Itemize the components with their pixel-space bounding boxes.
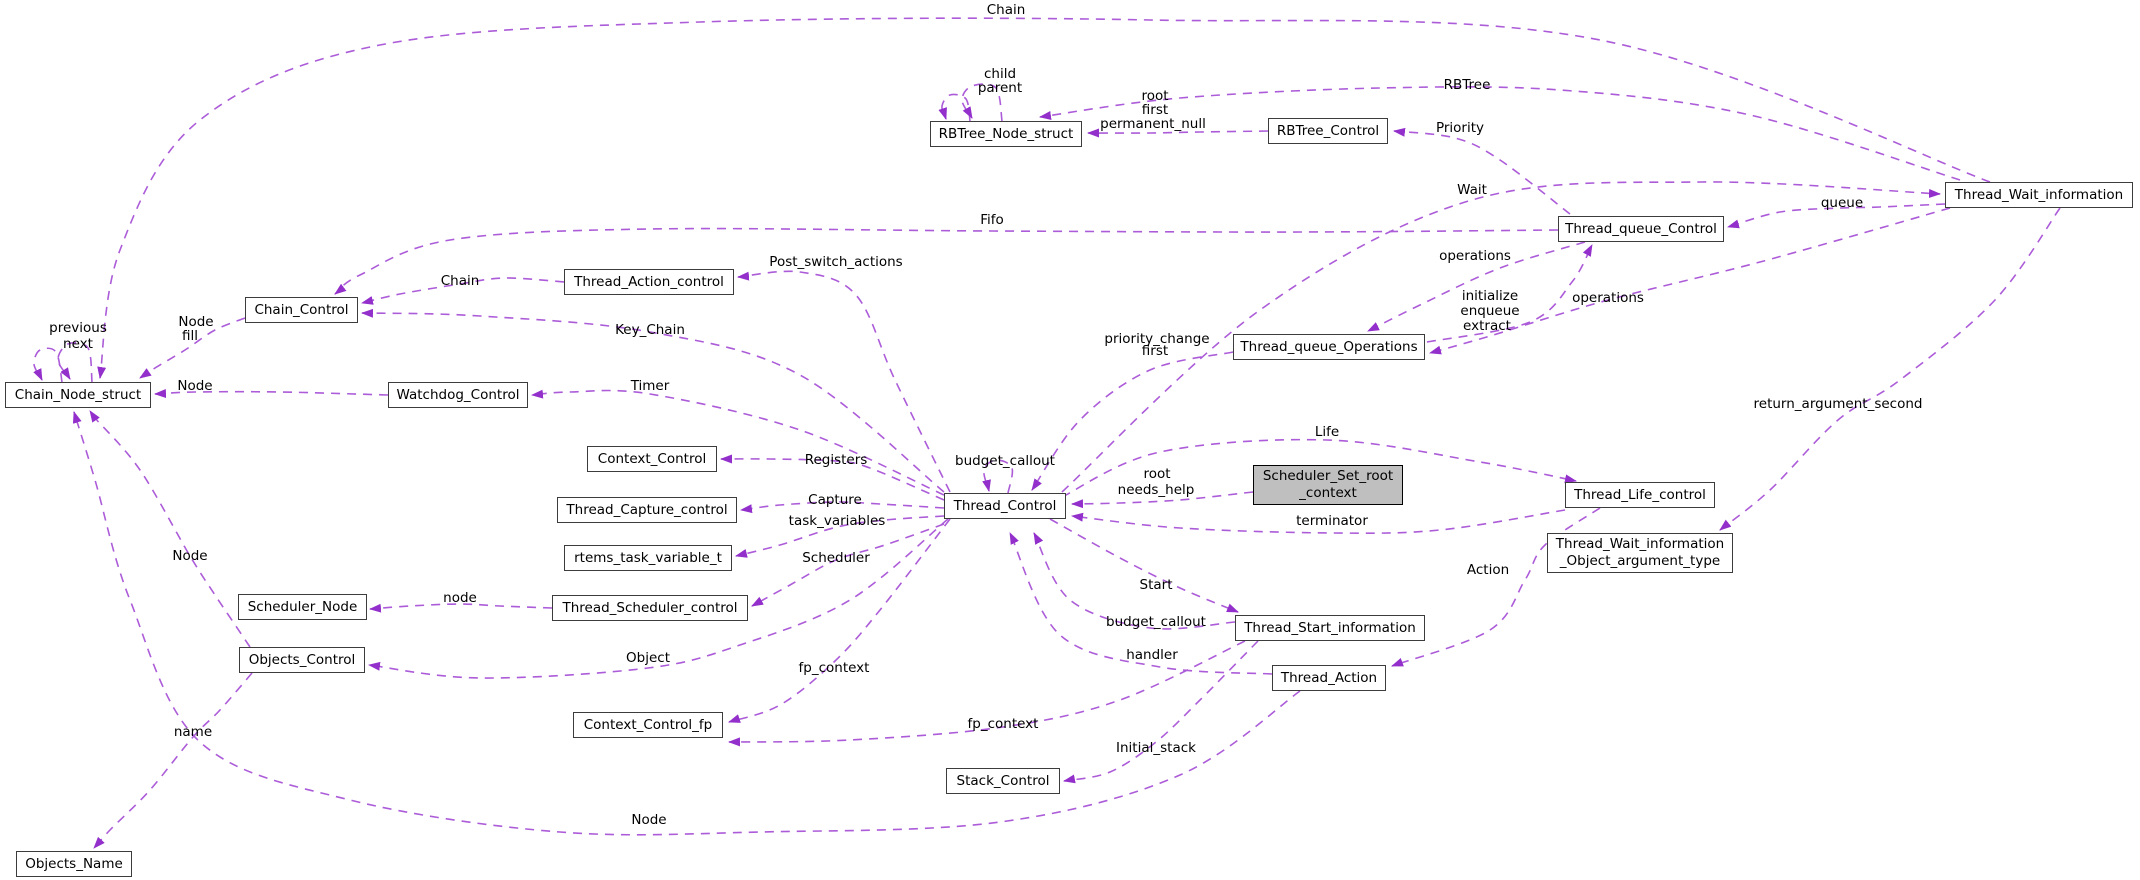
node-context-control-fp[interactable]: Context_Control_fp — [573, 712, 723, 738]
node-label: Thread_Action — [1280, 669, 1378, 686]
node-label: rtems_task_variable_t — [574, 549, 722, 566]
node-label: Thread_Control — [953, 497, 1057, 514]
edge-chain-node-struct-to-chain-node-struct — [57, 341, 93, 383]
edge-thread-queue-control-to-thread-queue-operations — [1367, 241, 1586, 332]
node-thread-queue-control[interactable]: Thread_queue_Control — [1558, 216, 1724, 242]
edge-thread-control-to-thread-start-information — [1049, 518, 1239, 613]
edge-thread-start-information-to-thread-control — [1033, 532, 1236, 630]
node-objects-name[interactable]: Objects_Name — [16, 851, 132, 877]
edge-thread-action-to-chain-node-struct — [72, 411, 1301, 836]
node-label: Chain_Node_struct — [14, 386, 142, 403]
edge-thread-wait-information-to-thread-queue-operations — [1429, 207, 1951, 355]
node-thread-action-control[interactable]: Thread_Action_control — [564, 269, 734, 295]
edge-thread-wait-information-to-thread-queue-control — [1727, 203, 1946, 229]
edge-thread-start-information-to-context-control-fp — [728, 640, 1246, 747]
edge-thread-control-to-context-control — [720, 454, 945, 501]
node-chain-node-struct[interactable]: Chain_Node_struct — [5, 382, 151, 408]
node-label: RBTree_Control — [1276, 122, 1380, 139]
node-thread-control[interactable]: Thread_Control — [944, 493, 1066, 519]
edge-thread-wait-information-to-rbtree-node-struct — [1039, 86, 1961, 181]
node-label: Thread_Life_control — [1574, 486, 1706, 503]
edge-thread-control-to-context-control-fp — [728, 518, 951, 723]
edge-thread-control-to-thread-wait-information — [1061, 181, 1941, 493]
node-label: Thread_Capture_control — [566, 501, 728, 518]
node-label: Thread_Action_control — [574, 273, 724, 290]
edge-rbtree-node-struct-to-rbtree-node-struct — [961, 83, 1003, 122]
node-label: Thread_Wait_information — [1954, 186, 2124, 203]
node-label-line: _context — [1299, 485, 1357, 501]
node-rbtree-node-struct[interactable]: RBTree_Node_struct — [930, 121, 1082, 147]
node-label: Objects_Control — [248, 651, 356, 668]
edge-thread-life-control-to-thread-action — [1391, 507, 1601, 667]
node-label: RBTree_Node_struct — [938, 125, 1074, 142]
node-label: Context_Control — [597, 450, 707, 467]
node-chain-control[interactable]: Chain_Control — [245, 297, 358, 323]
edge-scheduler-set-root-context-to-thread-control — [1071, 491, 1254, 509]
edge-chain-node-struct-to-chain-node-struct — [33, 347, 63, 383]
edge-thread-control-to-thread-life-control — [1061, 438, 1577, 498]
edge-thread-control-to-watchdog-control — [531, 389, 945, 496]
edge-rbtree-node-struct-to-rbtree-node-struct — [938, 93, 971, 122]
edge-chain-control-to-chain-node-struct — [139, 317, 246, 379]
node-scheduler-set-root-context[interactable]: Scheduler_Set_root_context — [1253, 465, 1403, 505]
edge-rbtree-control-to-rbtree-node-struct — [1087, 128, 1269, 138]
node-label: Scheduler_Node — [247, 598, 358, 615]
node-thread-capture-control[interactable]: Thread_Capture_control — [557, 497, 737, 523]
node-label: Thread_Start_information — [1244, 619, 1416, 636]
node-stack-control[interactable]: Stack_Control — [946, 768, 1060, 794]
node-thread-life-control[interactable]: Thread_Life_control — [1565, 482, 1715, 508]
edge-objects-control-to-chain-node-struct — [88, 410, 251, 648]
node-twi-object-argument-type[interactable]: Thread_Wait_information_Object_argument_… — [1547, 533, 1733, 573]
node-label: Thread_queue_Control — [1565, 220, 1717, 237]
edge-thread-queue-control-to-rbtree-control — [1393, 127, 1571, 215]
node-rbtree-control[interactable]: RBTree_Control — [1268, 118, 1388, 144]
node-objects-control[interactable]: Objects_Control — [239, 647, 365, 673]
edge-thread-start-information-to-stack-control — [1063, 640, 1259, 784]
node-label: Thread_Scheduler_control — [562, 599, 738, 616]
node-thread-queue-operations[interactable]: Thread_queue_Operations — [1233, 334, 1425, 360]
edge-thread-control-to-objects-control — [368, 518, 949, 679]
edge-thread-wait-information-to-twi-object-argument-type — [1719, 207, 2061, 531]
edge-thread-control-to-rtems-task-variable-t — [735, 515, 945, 558]
node-label: Objects_Name — [25, 855, 123, 872]
edge-thread-wait-information-to-chain-node-struct — [97, 17, 1991, 379]
node-label: Context_Control_fp — [583, 716, 713, 733]
node-thread-start-information[interactable]: Thread_Start_information — [1235, 615, 1425, 641]
node-context-control[interactable]: Context_Control — [587, 446, 717, 472]
edge-thread-action-to-thread-control — [1009, 532, 1273, 675]
edges — [33, 17, 2061, 849]
node-label: Thread_queue_Operations — [1240, 338, 1418, 355]
edge-thread-control-to-thread-control — [982, 459, 1014, 494]
node-thread-wait-information[interactable]: Thread_Wait_information — [1945, 182, 2133, 208]
node-thread-action[interactable]: Thread_Action — [1272, 665, 1386, 691]
edge-thread-control-to-thread-scheduler-control — [751, 523, 945, 607]
edge-thread-queue-operations-to-thread-control — [1031, 351, 1234, 491]
edge-watchdog-control-to-chain-node-struct — [154, 389, 389, 399]
edge-thread-queue-control-to-chain-control — [334, 227, 1559, 295]
node-label: Stack_Control — [956, 772, 1050, 789]
edge-thread-control-to-thread-action-control — [737, 270, 951, 493]
node-label: Chain_Control — [254, 301, 349, 318]
edge-thread-control-to-thread-capture-control — [740, 501, 945, 514]
edge-thread-scheduler-control-to-scheduler-node — [369, 603, 553, 613]
edge-objects-control-to-objects-name — [93, 672, 253, 849]
edge-thread-control-to-chain-control — [361, 308, 945, 493]
node-watchdog-control[interactable]: Watchdog_Control — [388, 382, 528, 408]
node-label-line: _Object_argument_type — [1559, 553, 1721, 569]
node-scheduler-node[interactable]: Scheduler_Node — [238, 594, 367, 620]
node-thread-scheduler-control[interactable]: Thread_Scheduler_control — [552, 595, 748, 621]
edge-thread-queue-operations-to-thread-queue-control — [1426, 244, 1593, 343]
edge-thread-life-control-to-thread-control — [1071, 509, 1566, 534]
node-label-line: Scheduler_Set_root — [1262, 468, 1394, 485]
node-rtems-task-variable-t[interactable]: rtems_task_variable_t — [564, 545, 732, 571]
node-label-line: Thread_Wait_information — [1555, 536, 1725, 553]
edge-thread-action-control-to-chain-control — [361, 277, 565, 305]
node-label: Watchdog_Control — [396, 386, 520, 403]
